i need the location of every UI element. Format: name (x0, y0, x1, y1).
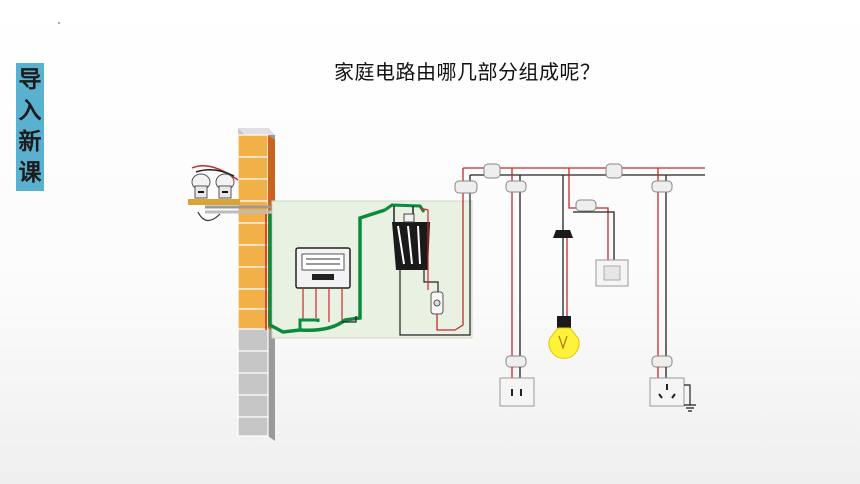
two-pin-socket (499, 377, 535, 407)
light-bulb (548, 316, 580, 359)
outdoor-insulators (188, 165, 240, 222)
socket-branch-left (505, 168, 527, 380)
fuse (430, 193, 471, 336)
section-tag-char: 导 (18, 67, 42, 93)
lamp-holder (553, 230, 573, 238)
electricity-meter (295, 208, 386, 333)
section-tag: 导 入 新 课 (16, 63, 44, 191)
section-tag-char: 新 (18, 129, 42, 155)
socket-branch-right (651, 168, 673, 380)
service-wires (205, 205, 301, 334)
ground-symbol (684, 384, 696, 412)
section-tag-char: 入 (18, 98, 42, 124)
lamp-branch (553, 168, 615, 316)
decorative-dot (58, 22, 60, 24)
section-tag-char: 课 (18, 160, 42, 186)
wall-switch (595, 259, 629, 287)
three-pin-socket (649, 377, 685, 407)
main-switch (384, 203, 440, 336)
slide-title: 家庭电路由哪几部分组成呢？ (334, 60, 601, 84)
